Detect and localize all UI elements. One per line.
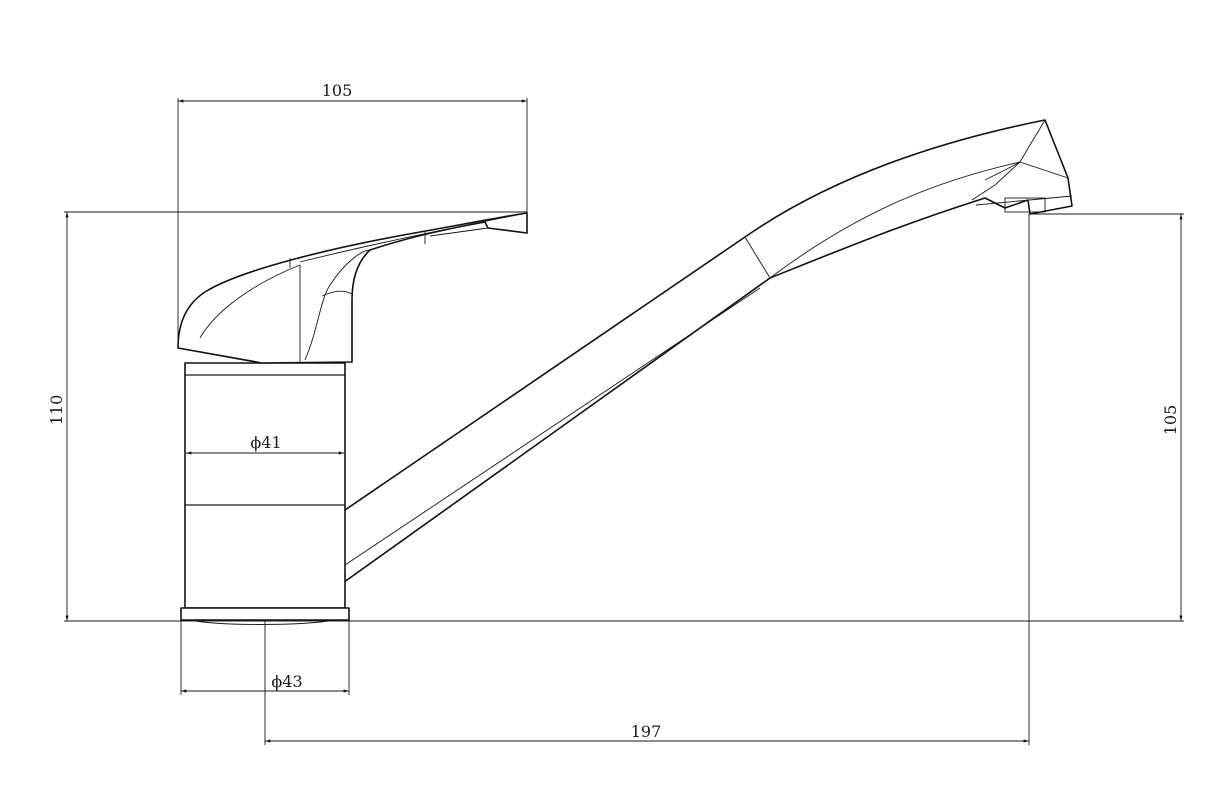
dim-base-diameter: ϕ43	[271, 672, 302, 691]
dim-spout-height: 105	[1161, 405, 1180, 436]
faucet-body	[180, 362, 350, 625]
dim-spout-reach: 197	[631, 722, 662, 741]
dim-total-height: 110	[47, 395, 66, 426]
dim-body-diameter: ϕ41	[250, 433, 281, 452]
dimension-lines	[64, 98, 1184, 745]
dim-lever-length: 105	[322, 81, 353, 100]
faucet-lever	[177, 212, 528, 364]
faucet-spout	[323, 119, 1073, 592]
